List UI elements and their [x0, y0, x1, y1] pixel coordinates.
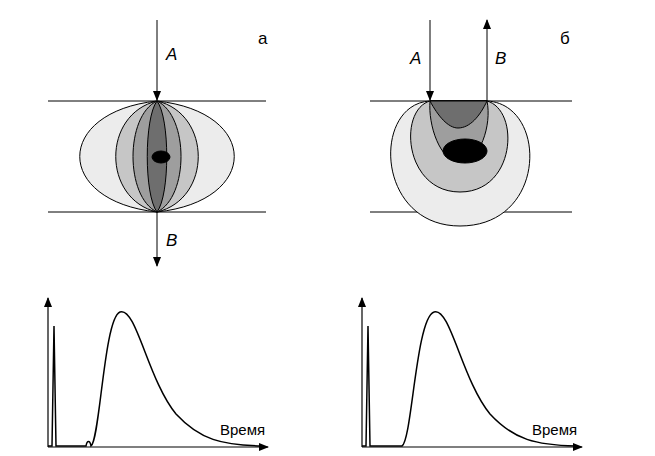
panel-letter: б: [560, 30, 570, 47]
panel-letter: а: [258, 30, 267, 47]
detector-label: B: [495, 50, 506, 67]
time-graph: [48, 298, 268, 447]
reflection-panel: [370, 20, 572, 226]
axis-label: Время: [220, 422, 265, 437]
detector-label: B: [166, 232, 177, 249]
transmission-panel: [48, 20, 266, 266]
time-graph: [362, 298, 582, 447]
axis-label: Время: [532, 422, 577, 437]
source-label: A: [166, 46, 177, 63]
source-label: A: [410, 50, 421, 67]
